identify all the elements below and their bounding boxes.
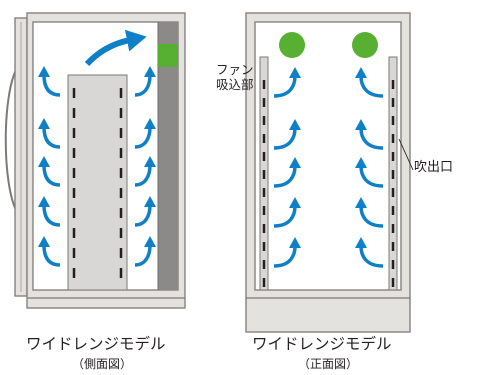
front-right-outflow-arrow: [355, 119, 384, 150]
side-left-upflow-arrow: [38, 156, 61, 187]
top-flow-arrow: [84, 29, 147, 67]
side-fan: [158, 44, 178, 67]
front-view-caption: ワイドレンジモデル: [252, 335, 392, 353]
side-view-subcaption: （側面図）: [72, 357, 133, 371]
side-left-upflow-arrow: [38, 236, 61, 267]
front-left-outflow-arrow: [273, 237, 301, 268]
front-airflow-arrows: [273, 67, 384, 268]
side-shelf-slots: [72, 88, 123, 278]
side-shelf: [67, 74, 128, 291]
front-view-subcaption: （正面図）: [298, 357, 359, 371]
front-right-outflow-arrow: [355, 197, 384, 228]
front-left-outflow-arrow: [273, 119, 301, 150]
side-view-cabinet: [4, 12, 186, 309]
fan-intake-label: ファン 吸込部: [216, 62, 254, 92]
fan-left-icon: [279, 32, 305, 58]
front-right-outflow-arrow: [355, 157, 384, 188]
front-left-outflow-arrow: [273, 197, 301, 228]
side-left-upflow-arrow: [38, 118, 61, 149]
side-left-upflow-arrow: [38, 196, 61, 227]
side-right-upflow-arrow: [134, 236, 156, 267]
front-left-outflow-arrow: [273, 67, 301, 98]
door-handle: [4, 67, 18, 213]
front-duct-slots: [262, 80, 395, 287]
fan-intake-bar: [158, 22, 178, 290]
side-left-upflow-arrow: [38, 66, 61, 97]
front-right-outflow-arrow: [355, 237, 384, 268]
fan-right-icon: [352, 32, 378, 58]
outlet-label: 吹出口: [414, 160, 454, 175]
front-view-cabinet: [245, 12, 411, 333]
fan-intake-label-line2: 吸込部: [216, 77, 254, 92]
front-right-outflow-arrow: [355, 67, 384, 98]
front-left-outflow-arrow: [273, 157, 301, 188]
side-airflow-arrows: [38, 66, 156, 267]
side-view-caption: ワイドレンジモデル: [26, 335, 166, 353]
side-right-upflow-arrow: [134, 156, 156, 187]
side-right-upflow-arrow: [134, 118, 156, 149]
front-interior: [254, 21, 402, 291]
fan-intake-label-line1: ファン: [216, 62, 254, 77]
side-right-upflow-arrow: [134, 196, 156, 227]
side-right-upflow-arrow: [134, 66, 156, 97]
outlet-leader-line: [398, 138, 414, 171]
